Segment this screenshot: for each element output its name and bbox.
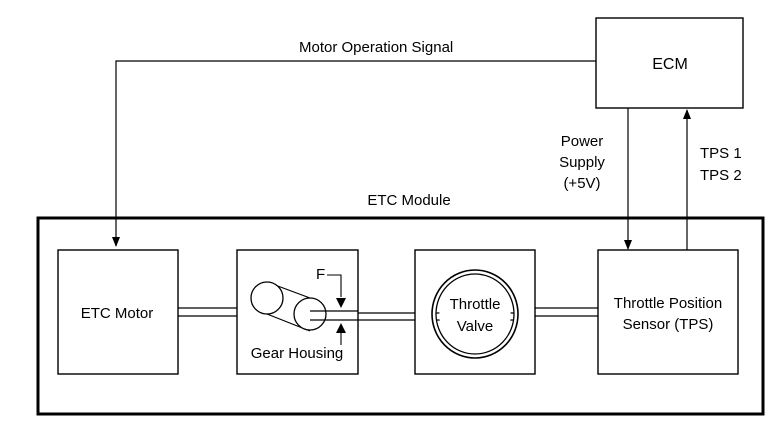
etc-motor-label: ETC Motor (81, 305, 154, 322)
throttle-valve-label-line2: Valve (457, 318, 493, 335)
tps-block (597, 249, 739, 375)
gear-housing-label: Gear Housing (251, 345, 344, 362)
ecm-block (595, 17, 744, 109)
tps-label-line2: Sensor (TPS) (623, 316, 714, 333)
power-supply-label-line3: (+5V) (563, 175, 600, 192)
power-supply-label-line2: Supply (559, 154, 605, 171)
force-label: F (316, 266, 325, 283)
etc-module-frame (36, 216, 765, 416)
throttle-valve-label-line1: Throttle (450, 296, 501, 313)
tps-label-line1: Throttle Position (614, 295, 722, 312)
etc-motor-block (57, 249, 179, 375)
tps-signal-label-line2: TPS 2 (700, 167, 742, 184)
motor-operation-signal-label: Motor Operation Signal (299, 39, 453, 56)
tps-signal-label-line1: TPS 1 (700, 145, 742, 162)
force-arrow-icon (327, 274, 346, 345)
motor-operation-signal-line (112, 60, 596, 247)
power-supply-label-line1: Power (561, 133, 604, 150)
throttle-valve-body-icon (431, 269, 519, 359)
gear-train (250, 281, 358, 332)
etc-module-label: ETC Module (367, 192, 450, 209)
ecm-label: ECM (652, 56, 688, 73)
